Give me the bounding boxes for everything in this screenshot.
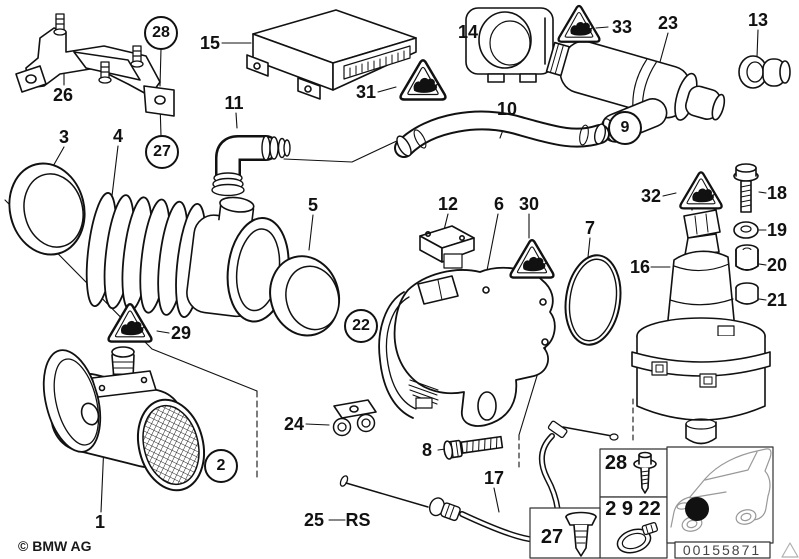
callout-22[interactable]: 22	[344, 309, 378, 343]
callout-24[interactable]: 24	[283, 414, 305, 434]
diagram-code: 00155871	[682, 542, 762, 558]
callout-16[interactable]: 16	[629, 257, 651, 277]
callout-11[interactable]: 11	[224, 93, 244, 113]
callout-30[interactable]: 30	[518, 194, 540, 214]
callout-7[interactable]: 7	[584, 218, 596, 238]
watermark-triangle-icon	[781, 542, 799, 558]
callout-26[interactable]: 26	[52, 85, 74, 105]
callout-18[interactable]: 18	[766, 183, 788, 203]
callout-6[interactable]: 6	[493, 194, 505, 214]
idle-valve-assembly-part	[631, 199, 771, 445]
callout-13[interactable]: 13	[747, 10, 769, 30]
hex-bolt-part	[443, 435, 504, 460]
intake-boot-part	[85, 192, 290, 323]
callout-23[interactable]: 23	[657, 13, 679, 33]
callout-15[interactable]: 15	[199, 33, 221, 53]
callout-9[interactable]: 9	[608, 111, 642, 145]
holder-part	[465, 7, 554, 83]
callout-14[interactable]: 14	[457, 22, 479, 42]
washer-part	[733, 221, 759, 239]
hose-part	[394, 110, 610, 158]
mass-air-flow-sensor-part	[42, 346, 205, 492]
callout-rs[interactable]: RS	[345, 510, 371, 530]
callout-3[interactable]: 3	[58, 127, 70, 147]
callout-25[interactable]: 25	[303, 510, 325, 530]
callout-8[interactable]: 8	[421, 440, 433, 460]
callout-4[interactable]: 4	[112, 126, 124, 146]
warning-triangle-icon	[557, 4, 601, 43]
legend-clamp-labels[interactable]: 2 9 22	[605, 498, 661, 520]
cable-clamp-part	[332, 399, 377, 437]
grommet-icon	[565, 511, 597, 557]
bolt-part	[733, 163, 759, 213]
callout-10[interactable]: 10	[496, 99, 518, 119]
callout-12[interactable]: 12	[437, 194, 459, 214]
throttle-sensor-part	[419, 225, 475, 269]
callout-28[interactable]: 28	[144, 16, 178, 50]
callout-17[interactable]: 17	[483, 468, 505, 488]
o-ring-part	[564, 254, 622, 346]
control-unit-part	[246, 9, 417, 100]
bushing-part	[735, 244, 759, 271]
callout-31[interactable]: 31	[355, 82, 377, 102]
callout-33[interactable]: 33	[611, 17, 633, 37]
callout-20[interactable]: 20	[766, 255, 788, 275]
legend-table	[529, 446, 774, 559]
callout-2[interactable]: 2	[204, 449, 238, 483]
legend-screw-label[interactable]: 28	[604, 452, 628, 474]
car-silhouette	[670, 448, 772, 532]
warning-triangle-icon	[509, 238, 555, 279]
callout-27[interactable]: 27	[145, 135, 179, 169]
copyright-text: © BMW AG	[18, 538, 92, 554]
callout-29[interactable]: 29	[170, 323, 192, 343]
callout-1[interactable]: 1	[94, 512, 106, 532]
location-dot	[685, 497, 709, 521]
elbow-part	[211, 135, 291, 197]
legend-grommet-label[interactable]: 27	[540, 526, 564, 548]
cap-part	[738, 55, 791, 89]
callout-21[interactable]: 21	[766, 290, 788, 310]
bracket-part	[15, 13, 175, 117]
hose-clamp-icon	[616, 521, 659, 554]
screw-icon	[633, 451, 657, 494]
seal-ring-large-part	[8, 162, 86, 256]
callout-19[interactable]: 19	[766, 220, 788, 240]
seal-ring-small-part	[269, 255, 341, 337]
rubber-sleeve-part	[735, 282, 759, 305]
callout-32[interactable]: 32	[640, 186, 662, 206]
warning-triangle-icon	[679, 171, 723, 210]
throttle-body-part	[378, 266, 556, 427]
warning-triangle-icon	[399, 59, 447, 101]
callout-5[interactable]: 5	[307, 195, 319, 215]
